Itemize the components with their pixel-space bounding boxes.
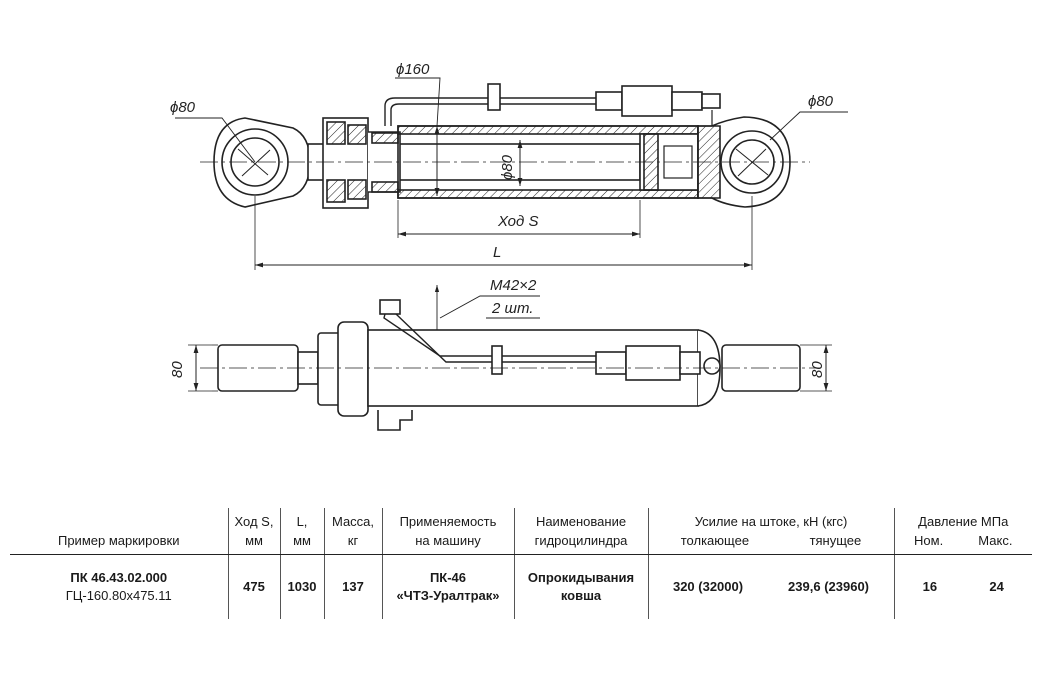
spec-table: Пример маркировки Ход S,мм L,мм Масса,кг… (10, 508, 1032, 619)
left-rod-eye (213, 117, 311, 208)
cell-pressure-nom: 16 (922, 579, 938, 594)
eye-left-dia-label: ϕ80 (170, 99, 196, 116)
header-force-push: толкающее (680, 533, 750, 548)
width-left-label: 80 (169, 361, 186, 378)
cell-force-pull: 239,6 (23960) (788, 579, 869, 594)
cell-mass: 137 (323, 554, 382, 619)
cell-marking: ПК 46.43.02.000 ГЦ-160.80х475.11 (65, 570, 172, 603)
thread-label: M42×2 (490, 277, 537, 294)
table-row: ПК 46.43.02.000 ГЦ-160.80х475.11 475 103… (10, 554, 1032, 619)
table-header-row: Пример маркировки Ход S,мм L,мм Масса,кг… (10, 508, 1032, 555)
header-marking: Пример маркировки (10, 508, 228, 555)
cell-force: 320 (32000) 239,6 (23960) (647, 554, 894, 619)
hydraulic-line-top (384, 83, 721, 126)
header-force-pull: тянущее (809, 533, 862, 548)
cell-stroke: 475 (227, 554, 280, 619)
header-pressure-nom: Ном. (914, 533, 944, 548)
header-pressure-max: Макс. (978, 533, 1013, 548)
width-right-label: 80 (809, 361, 826, 378)
bottom-view (188, 285, 832, 431)
eye-right-dia-label: ϕ80 (808, 93, 834, 110)
gland-head (322, 117, 401, 209)
thread-qty-label: 2 шт. (491, 300, 533, 317)
cell-force-push: 320 (32000) (672, 579, 744, 594)
cell-length: 1030 (279, 554, 324, 619)
stroke-label: Ход S (497, 213, 538, 230)
length-label: L (493, 244, 501, 261)
header-stroke: Ход S,мм (227, 508, 280, 555)
cylinder-drawing: ϕ80 ϕ160 ϕ80 ϕ80 Ход S L (169, 61, 848, 431)
cell-pressure-max: 24 (989, 579, 1004, 594)
header-pressure: Давление МПа Ном.Макс. (893, 508, 1032, 555)
header-mass: Масса,кг (323, 508, 382, 555)
rod-dia-label: ϕ80 (499, 154, 516, 180)
header-length: L,мм (279, 508, 324, 555)
tube-dia-label: ϕ160 (396, 61, 430, 78)
top-view (175, 77, 848, 270)
cell-machine: ПК-46«ЧТЗ-Уралтрак» (381, 554, 514, 619)
